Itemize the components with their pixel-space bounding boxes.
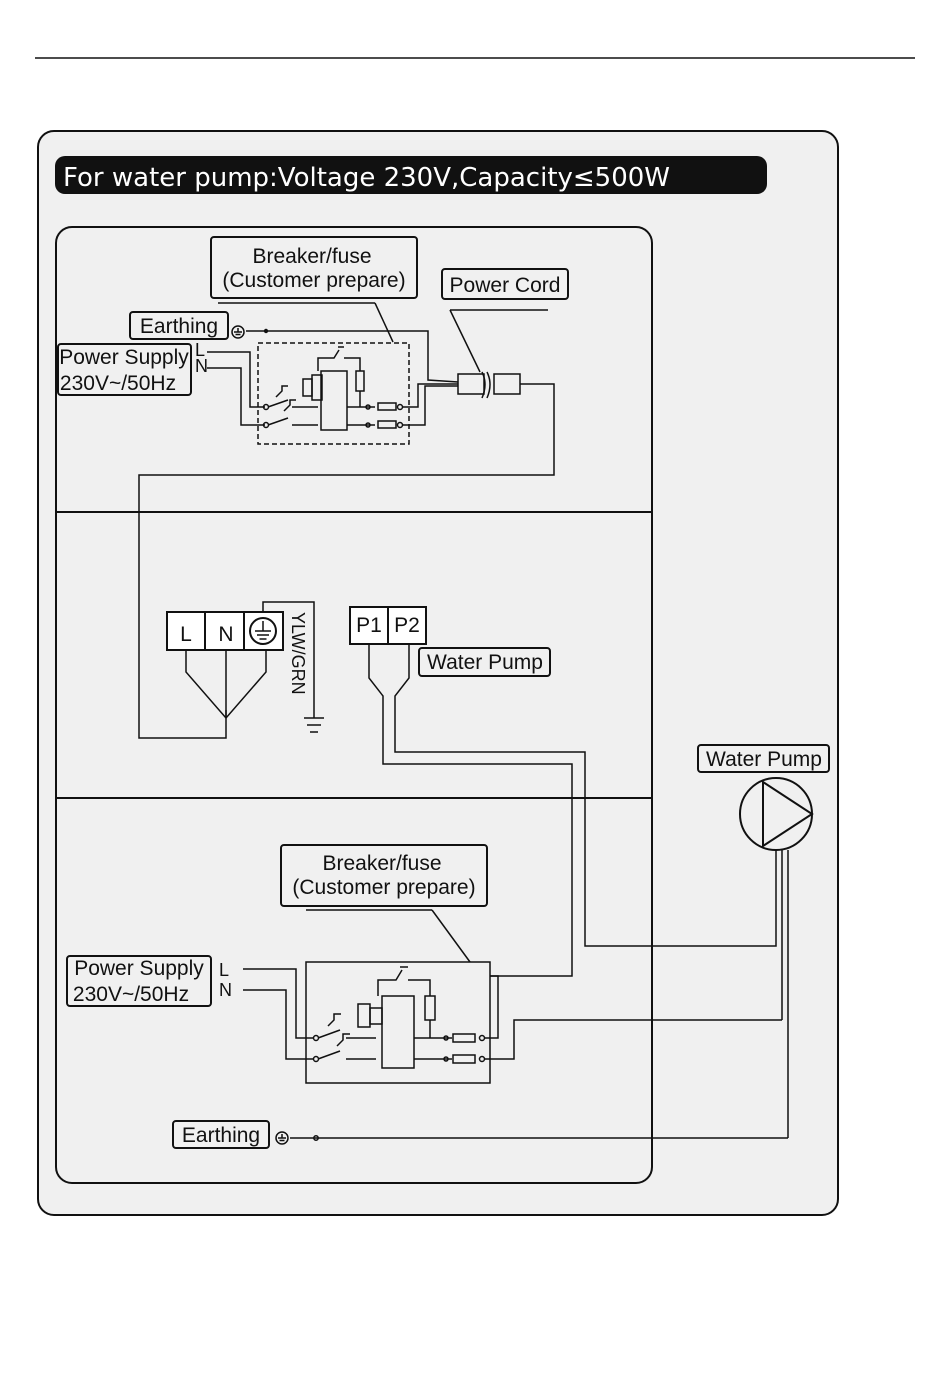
water-pump-label-mid: Water Pump [427, 651, 543, 674]
title: For water pump:Voltage 230V,Capacity≤500… [63, 163, 670, 193]
terminal-l: L [180, 623, 192, 646]
earthing-label-top: Earthing [140, 315, 218, 338]
breaker-label-bottom-line1: Breaker/fuse [322, 852, 441, 875]
water-pump-label-ext: Water Pump [706, 748, 822, 771]
supply-label-bottom-line1: Power Supply [74, 957, 204, 980]
ylw-grn-label: YLW/GRN [288, 612, 308, 695]
breaker-label-top-line2: (Customer prepare) [222, 269, 405, 292]
supply-label-top-line2: 230V~/50Hz [60, 372, 176, 395]
terminal-n: N [218, 623, 233, 646]
power-cord-label: Power Cord [450, 274, 561, 297]
l-label-bottom: L [219, 960, 229, 980]
earthing-label-bottom: Earthing [182, 1124, 260, 1147]
n-label-top: N [195, 356, 208, 376]
n-label-bottom: N [219, 980, 232, 1000]
breaker-label-bottom-line2: (Customer prepare) [292, 876, 475, 899]
breaker-label-top-line1: Breaker/fuse [252, 245, 371, 268]
supply-label-top-line1: Power Supply [59, 346, 189, 369]
pump-icon [740, 778, 812, 850]
supply-label-bottom-line2: 230V~/50Hz [73, 983, 189, 1006]
terminal-p1: P1 [356, 614, 382, 637]
terminal-p2: P2 [394, 614, 420, 637]
